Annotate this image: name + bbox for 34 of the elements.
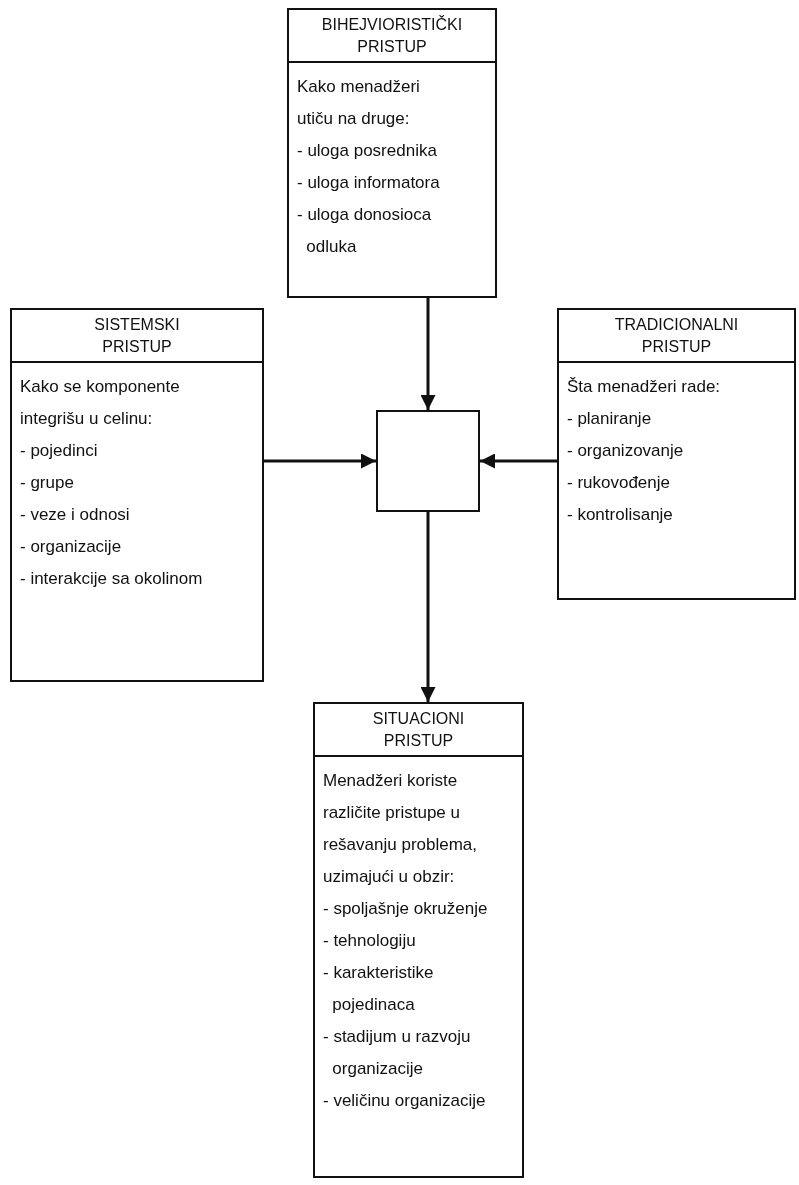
list-item: - rukovođenje [567, 472, 671, 494]
list-item: - interakcije sa okolinom [20, 568, 204, 590]
approach-box [313, 702, 524, 1178]
empty-box [376, 410, 480, 512]
box-heading: SISTEMSKI PRISTUP [93, 315, 181, 357]
list-item: - pojedinci [20, 440, 99, 462]
list-item: - planiranje [567, 408, 653, 430]
list-item: - uloga donosioca odluka [297, 204, 433, 258]
list-item: - veze i odnosi [20, 504, 131, 526]
list-item: - veličinu organizacije [323, 1090, 487, 1112]
arrow [420, 512, 436, 702]
arrow [420, 298, 436, 410]
approach-box [287, 8, 497, 298]
description-text: Šta menadžeri rade: [567, 376, 722, 398]
list-item: - tehnologiju [323, 930, 417, 952]
list-item: - organizacije [20, 536, 123, 558]
arrow [264, 453, 376, 469]
box-heading: SITUACIONI PRISTUP [371, 709, 466, 751]
list-item: - uloga informatora [297, 172, 441, 194]
approach-box [557, 308, 796, 600]
description-text: Menadžeri koriste različite pristupe u rešavanju problema, uzimajući u obzir: [323, 770, 479, 888]
list-item: - karakteristike pojedinaca [323, 962, 435, 1016]
box-heading: BIHEJVIORISTIČKI PRISTUP [320, 14, 464, 57]
description-text: Kako se komponente integrišu u celinu: [20, 376, 181, 430]
list-item: - uloga posrednika [297, 140, 438, 162]
approach-box [10, 308, 264, 682]
arrow [480, 453, 557, 469]
list-item: - kontrolisanje [567, 504, 674, 526]
description-text: Kako menadžeri utiču na druge: [297, 76, 421, 130]
box-heading: TRADICIONALNI PRISTUP [613, 315, 740, 357]
list-item: - stadijum u razvoju organizacije [323, 1026, 472, 1080]
list-item: - organizovanje [567, 440, 685, 462]
list-item: - grupe [20, 472, 75, 494]
list-item: - spoljašnje okruženje [323, 898, 489, 920]
